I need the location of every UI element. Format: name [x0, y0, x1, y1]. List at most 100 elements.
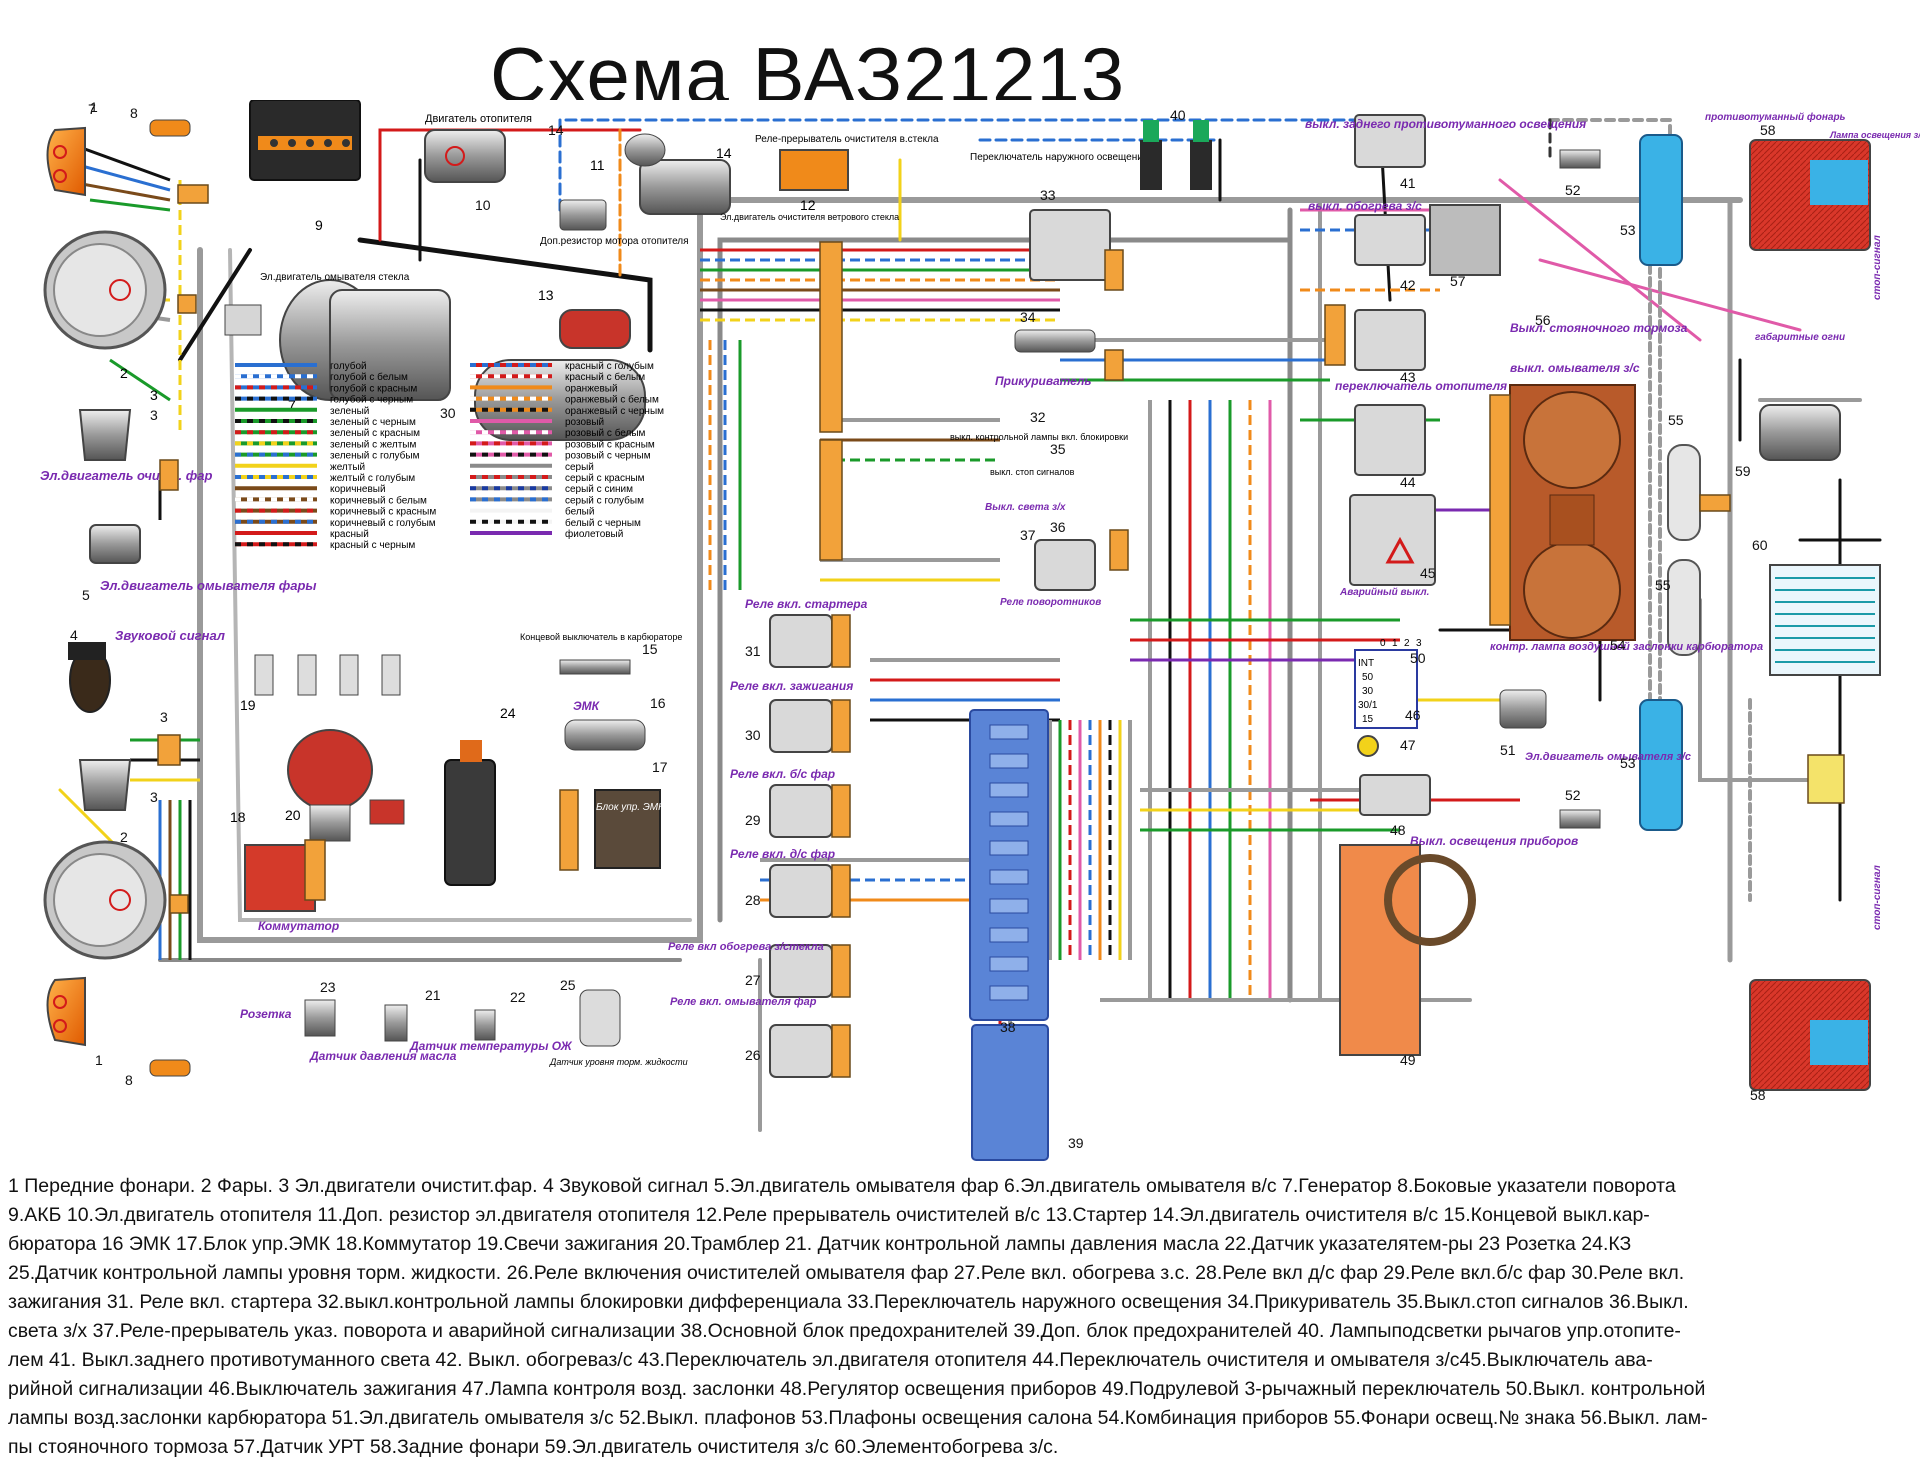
svg-text:45: 45	[1420, 565, 1436, 581]
wire-color-name: розовый с красным	[565, 439, 655, 450]
label-washer-relay: Реле вкл. омывателя фар	[670, 996, 817, 1008]
svg-text:53: 53	[1620, 222, 1636, 238]
ign-row-30-1: 30/1	[1358, 700, 1378, 711]
svg-text:3: 3	[160, 709, 168, 725]
wire-color-name: розовый с белым	[565, 427, 646, 439]
wire-color-name: голубой с черным	[330, 394, 413, 406]
wire-color-name: серый с голубым	[565, 494, 644, 506]
svg-text:14: 14	[548, 122, 564, 138]
label-stop-signal-bottom: стоп-сигнал	[1872, 864, 1883, 930]
label-rear-fog-lamp: противотуманный фонарь	[1705, 111, 1846, 123]
svg-text:16: 16	[650, 695, 666, 711]
label-temp-sensor: Датчик температуры ОЖ	[409, 1039, 573, 1053]
rear-heat-switch	[1354, 214, 1426, 266]
starter-relay	[769, 614, 833, 668]
svg-text:7: 7	[88, 101, 96, 117]
urt-sensor	[1429, 204, 1501, 276]
svg-text:29: 29	[745, 812, 761, 828]
fuse-slot	[989, 782, 1029, 798]
fuse-slot	[989, 869, 1029, 885]
svg-text:30: 30	[440, 405, 456, 421]
svg-text:52: 52	[1565, 787, 1581, 803]
instrument-cluster	[1509, 384, 1636, 641]
wire-color-name: фиолетовый	[565, 528, 623, 540]
side-indicator-bottom	[149, 1059, 191, 1077]
svg-text:19: 19	[240, 697, 256, 713]
label-commutator: Коммутатор	[258, 919, 339, 933]
svg-text:32: 32	[1030, 409, 1046, 425]
ign-col-2: 2	[1404, 638, 1410, 649]
ign-row-50: 50	[1362, 672, 1374, 683]
svg-text:23: 23	[320, 979, 336, 995]
label-brake-sensor: Датчик уровня торм. жидкости	[549, 1057, 688, 1067]
legend-line: света з/х 37.Реле-прерыватель указ. пово…	[8, 1320, 1681, 1342]
label-cigarette-lighter: Прикуриватель	[995, 374, 1092, 388]
legend-line: лампы возд.заслонки карбюратора 51.Эл.дв…	[8, 1407, 1708, 1429]
ign-col-0: 0	[1380, 638, 1386, 649]
connector-bricks	[157, 184, 1845, 1078]
svg-text:22: 22	[510, 989, 526, 1005]
label-emk: ЭМК	[573, 699, 601, 713]
svg-text:35: 35	[1050, 441, 1066, 457]
label-wiper-relay: Реле-прерыватель очистителя в.стекла	[755, 134, 939, 145]
spark-plugs: 19	[240, 654, 401, 713]
ign-row-int: INT	[1358, 658, 1374, 669]
legend-line: 25.Датчик контрольной лампы уровня торм.…	[8, 1262, 1685, 1284]
label-rear-fog-switch: выкл. заднего противотуманного освещения	[1305, 117, 1586, 131]
svg-text:21: 21	[425, 987, 441, 1003]
generator: 7	[279, 279, 451, 413]
svg-text:46: 46	[1405, 707, 1421, 723]
headlamp-wiper-motor-bottom	[78, 759, 132, 811]
svg-text:55: 55	[1655, 577, 1671, 593]
interior-lamp-bottom	[1639, 699, 1683, 831]
instrument-light-regulator	[1359, 774, 1431, 816]
windshield-washer-motor	[224, 304, 262, 336]
wire-color-name: коричневый с белым	[330, 494, 427, 506]
label-hazard-switch: Аварийный выкл.	[1339, 587, 1429, 598]
svg-text:5: 5	[82, 587, 90, 603]
svg-text:40: 40	[1170, 107, 1186, 123]
svg-text:1: 1	[95, 1052, 103, 1068]
headlamp-bottom	[43, 840, 167, 960]
label-rear-washer-motor: Эл.двигатель омывателя з/с	[1525, 751, 1691, 763]
legend-line: рийной сигнализации 46.Выключатель зажиг…	[8, 1378, 1706, 1400]
svg-text:12: 12	[800, 197, 816, 213]
svg-text:27: 27	[745, 972, 761, 988]
label-headlamp-washer-motor: Эл.двигатель омывателя фары	[100, 578, 317, 593]
label-add-resistor: Доп.резистор мотора отопителя	[540, 236, 689, 247]
label-outer-light-switch: Переключатель наружного освещения	[970, 152, 1148, 163]
svg-text:39: 39	[1068, 1135, 1084, 1151]
svg-text:49: 49	[1400, 1052, 1416, 1068]
label-high-beam-relay: Реле вкл. д/с фар	[730, 847, 835, 861]
svg-text:9: 9	[315, 217, 323, 233]
fuse-slot	[989, 927, 1029, 943]
svg-text:43: 43	[1400, 369, 1416, 385]
add-resistor: 11	[559, 157, 607, 231]
socket	[304, 999, 336, 1037]
svg-text:51: 51	[1500, 742, 1516, 758]
wire-color-name: красный с черным	[330, 540, 415, 551]
ignition-switch-table: INT 50 30 30/1 15 0 1 2 3	[1354, 638, 1422, 729]
wire-color-name: оранжевый	[565, 383, 618, 394]
svg-text:1: 1	[90, 100, 98, 115]
label-headlamp-wiper-motor: Эл.двигатель очист. фар	[40, 468, 212, 483]
fuse-slot	[989, 724, 1029, 740]
wire-color-name: серый с красным	[565, 473, 645, 484]
label-stop-signal-top: стоп-сигнал	[1872, 234, 1883, 300]
label-carb-switch: Концевой выключатель в карбюраторе	[520, 632, 682, 642]
svg-text:17: 17	[652, 759, 668, 775]
ignition-relay	[769, 699, 833, 753]
fuse-slot	[989, 956, 1029, 972]
svg-text:14: 14	[716, 145, 732, 161]
label-instr-light-switch: Выкл. освещения приборов	[1410, 834, 1578, 848]
rear-washer-motor	[1499, 689, 1547, 729]
emk-valve	[564, 719, 646, 751]
svg-text:2: 2	[120, 365, 128, 381]
rear-light-bottom	[1749, 979, 1871, 1091]
svg-text:59: 59	[1735, 463, 1751, 479]
label-stop-light-switch: выкл. стоп сигналов	[990, 467, 1075, 477]
outer-light-switch	[1029, 209, 1111, 281]
svg-text:55: 55	[1668, 412, 1684, 428]
legend-line: пы стояночного тормоза 57.Датчик УРТ 58.…	[8, 1436, 1059, 1458]
